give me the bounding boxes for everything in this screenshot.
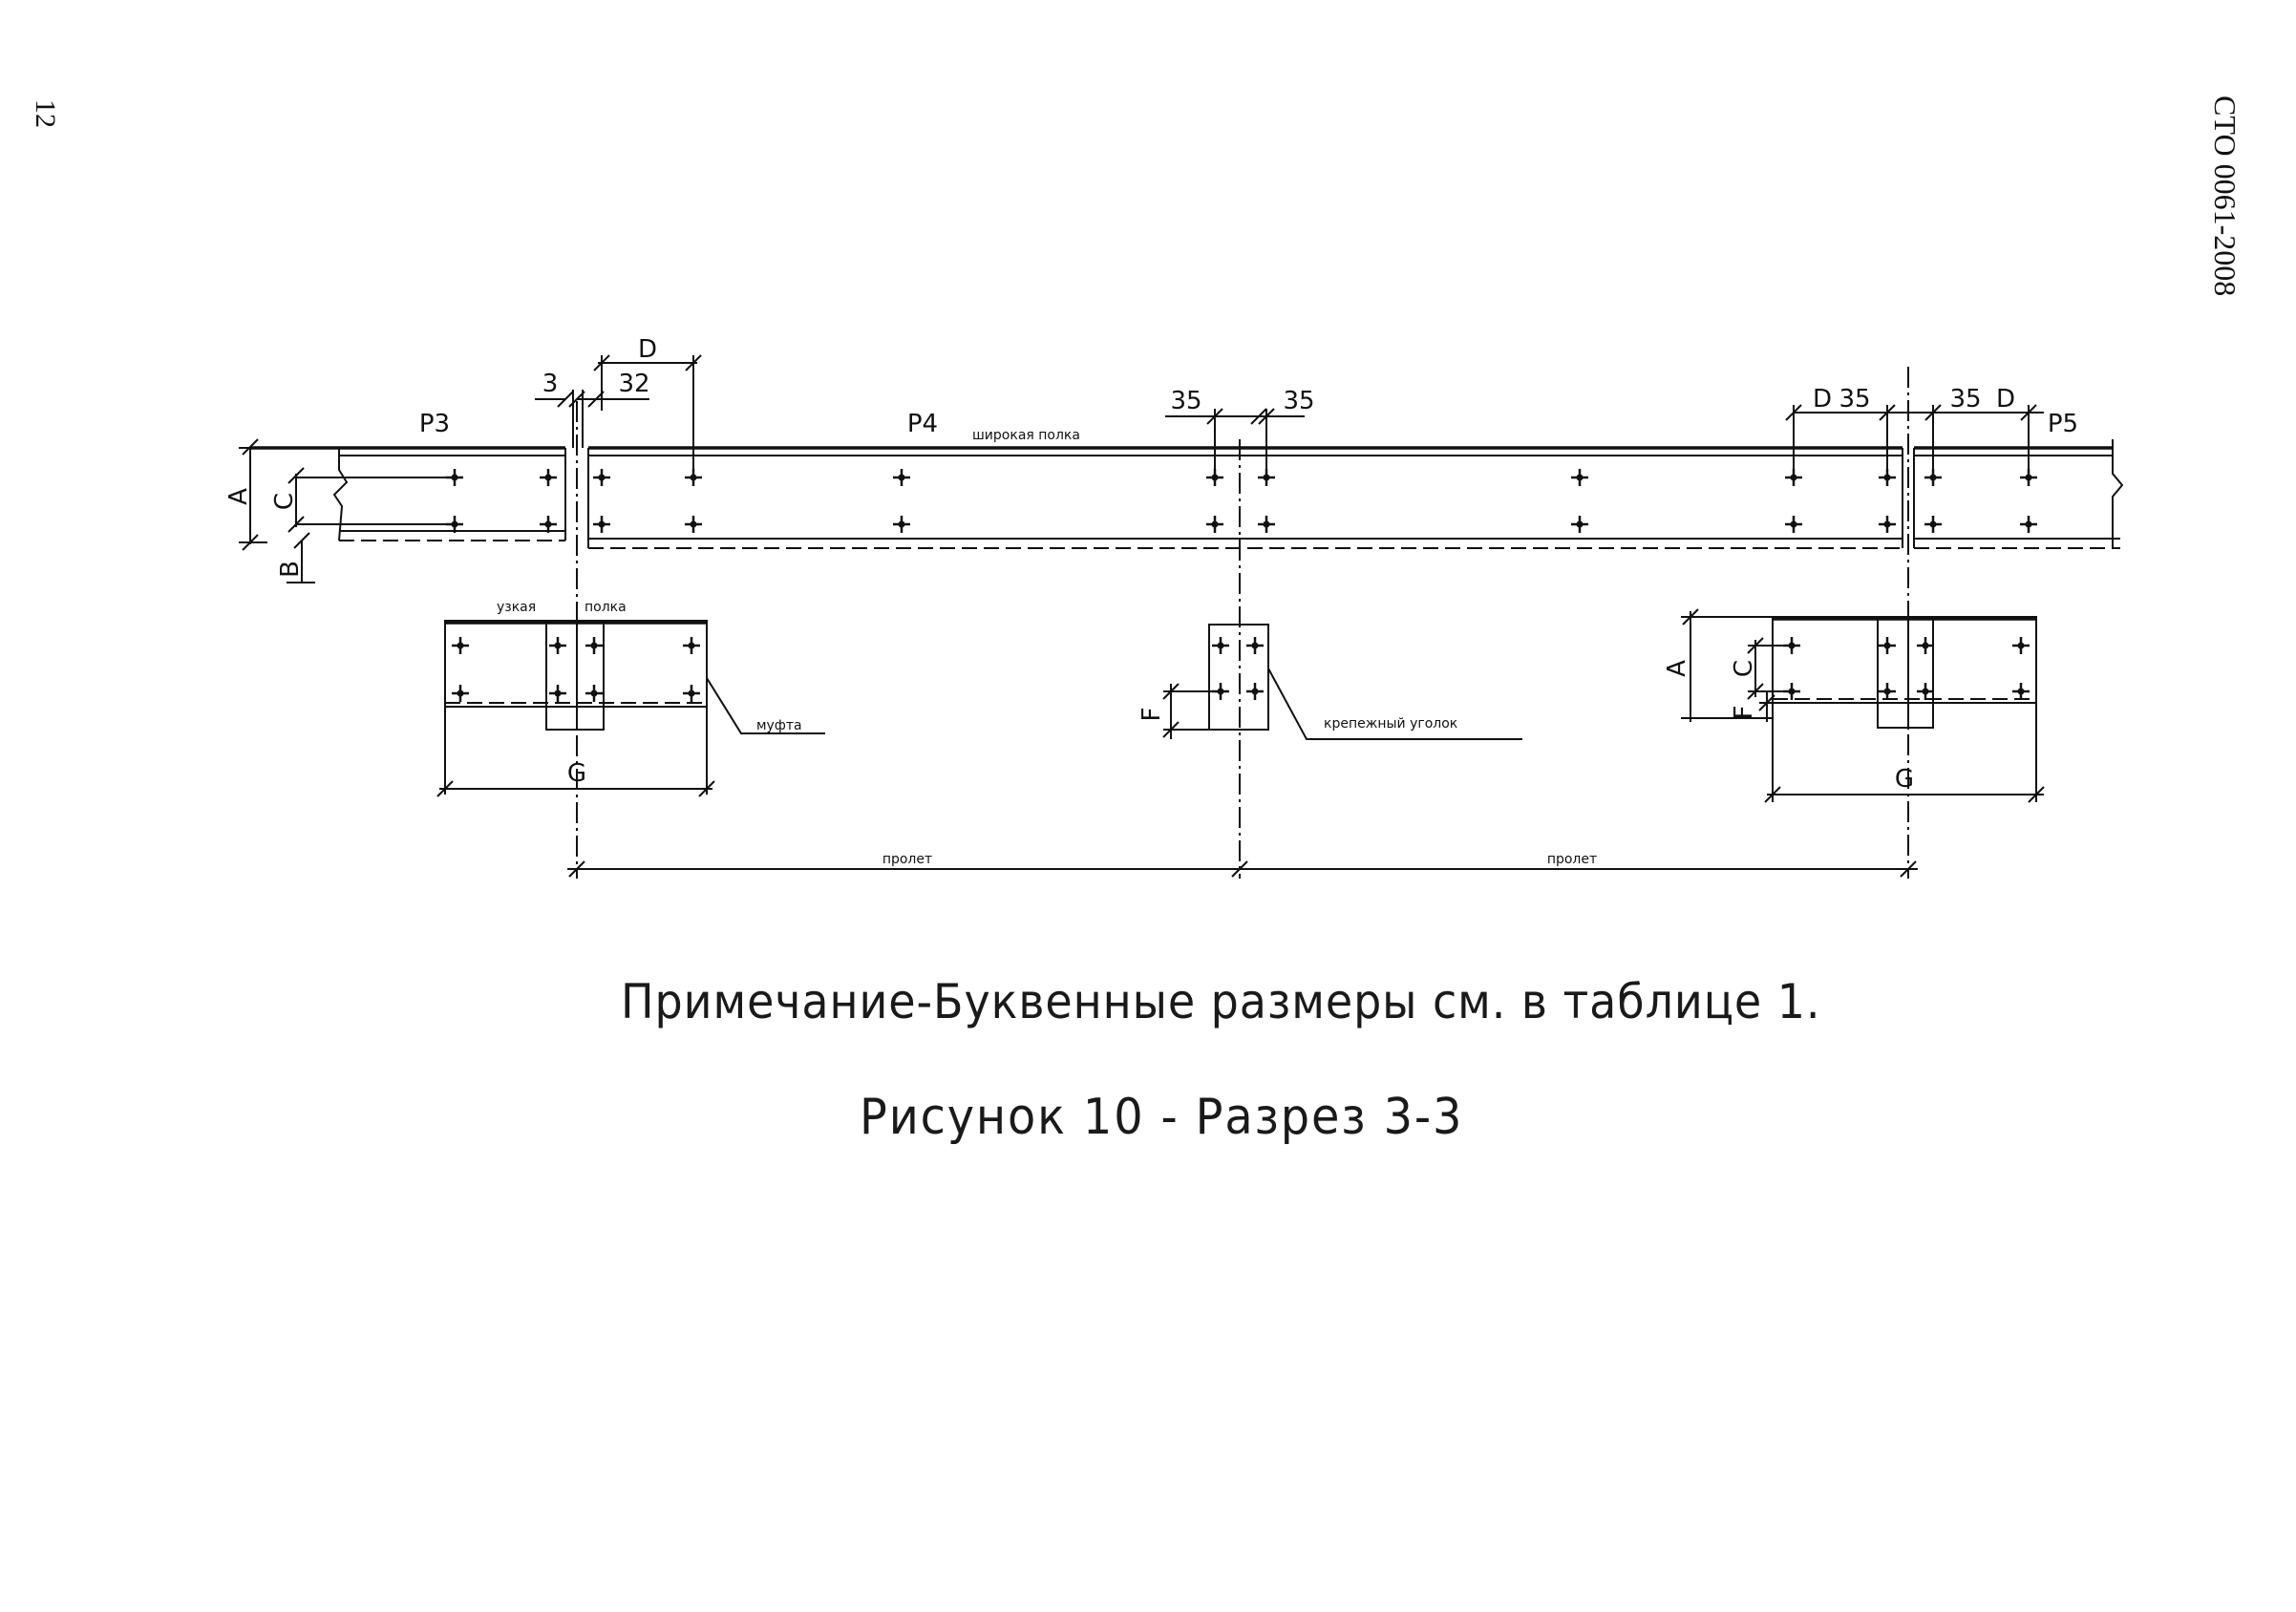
- label-wide-flange: широкая полка: [972, 428, 1080, 443]
- figure-caption: Рисунок 10 - Разрез 3-3: [860, 1089, 1464, 1146]
- sleeve-assembly-left: [444, 617, 825, 734]
- dimension-c-right: [1747, 637, 1792, 700]
- dim-label-32: 32: [618, 370, 649, 398]
- dim-label-c-left: C: [270, 493, 299, 510]
- fixing-angle-middle: [1208, 624, 1522, 740]
- panel-p5: [1913, 439, 2124, 549]
- dim-label-d-top: D: [638, 335, 657, 364]
- dimension-35-35-mid: [1165, 408, 1305, 477]
- dimension-d-top: [593, 354, 702, 477]
- dim-label-35-mid-left: 35: [1170, 387, 1201, 415]
- dim-label-g-right: G: [1895, 765, 1914, 794]
- dimension-a-right: [1681, 608, 1773, 722]
- dim-label-g-left: G: [567, 759, 586, 788]
- dimension-g-right: [1764, 703, 2045, 803]
- label-fixing-angle: крепежный уголок: [1324, 716, 1457, 732]
- panel-p4: [587, 446, 1903, 549]
- label-narrow: узкая: [497, 600, 536, 615]
- dim-label-b-left: B: [276, 561, 305, 578]
- dimension-b-left: [287, 532, 315, 583]
- dim-label-gap: 3: [542, 370, 559, 398]
- panel-label-p4: P4: [907, 410, 938, 438]
- axis-lines: [576, 367, 1909, 879]
- label-span-right: пролет: [1547, 852, 1597, 867]
- dimension-gap-3: [535, 390, 602, 448]
- dimension-span: [567, 860, 1918, 878]
- dimension-a-left: [239, 438, 267, 551]
- sleeve-assembly-right: [1772, 611, 2037, 729]
- label-flange: полка: [585, 600, 627, 615]
- top-section-bolts: [444, 467, 2039, 535]
- dim-label-35-mid-right: 35: [1283, 387, 1314, 415]
- dimension-g-left: [436, 707, 715, 797]
- drawing-note: Примечание-Буквенные размеры см. в табли…: [621, 974, 1821, 1029]
- dim-label-35-right-left: 35: [1839, 385, 1870, 414]
- panel-label-p3: P3: [419, 410, 450, 438]
- dim-label-d-right-right: D: [1996, 385, 2015, 414]
- dim-label-f-middle: F: [1137, 708, 1166, 722]
- label-sleeve: муфта: [756, 718, 802, 733]
- dimension-f-middle: [1162, 683, 1221, 739]
- dim-label-a-right: A: [1663, 660, 1691, 677]
- dimension-c-left: [287, 467, 305, 533]
- label-span-left: пролет: [882, 852, 932, 867]
- dim-label-c-right: C: [1730, 660, 1758, 677]
- dim-label-35-right-right: 35: [1949, 385, 1981, 414]
- dim-label-a-left: A: [224, 488, 253, 505]
- dim-label-f-right: F: [1730, 706, 1758, 720]
- dimension-f-right: [1758, 691, 1775, 722]
- dim-label-d-right-left: D: [1813, 385, 1832, 414]
- dimension-d-35-35-d-right: [1785, 404, 2044, 477]
- panel-p3: [250, 446, 566, 541]
- panel-label-p5: P5: [2048, 410, 2078, 438]
